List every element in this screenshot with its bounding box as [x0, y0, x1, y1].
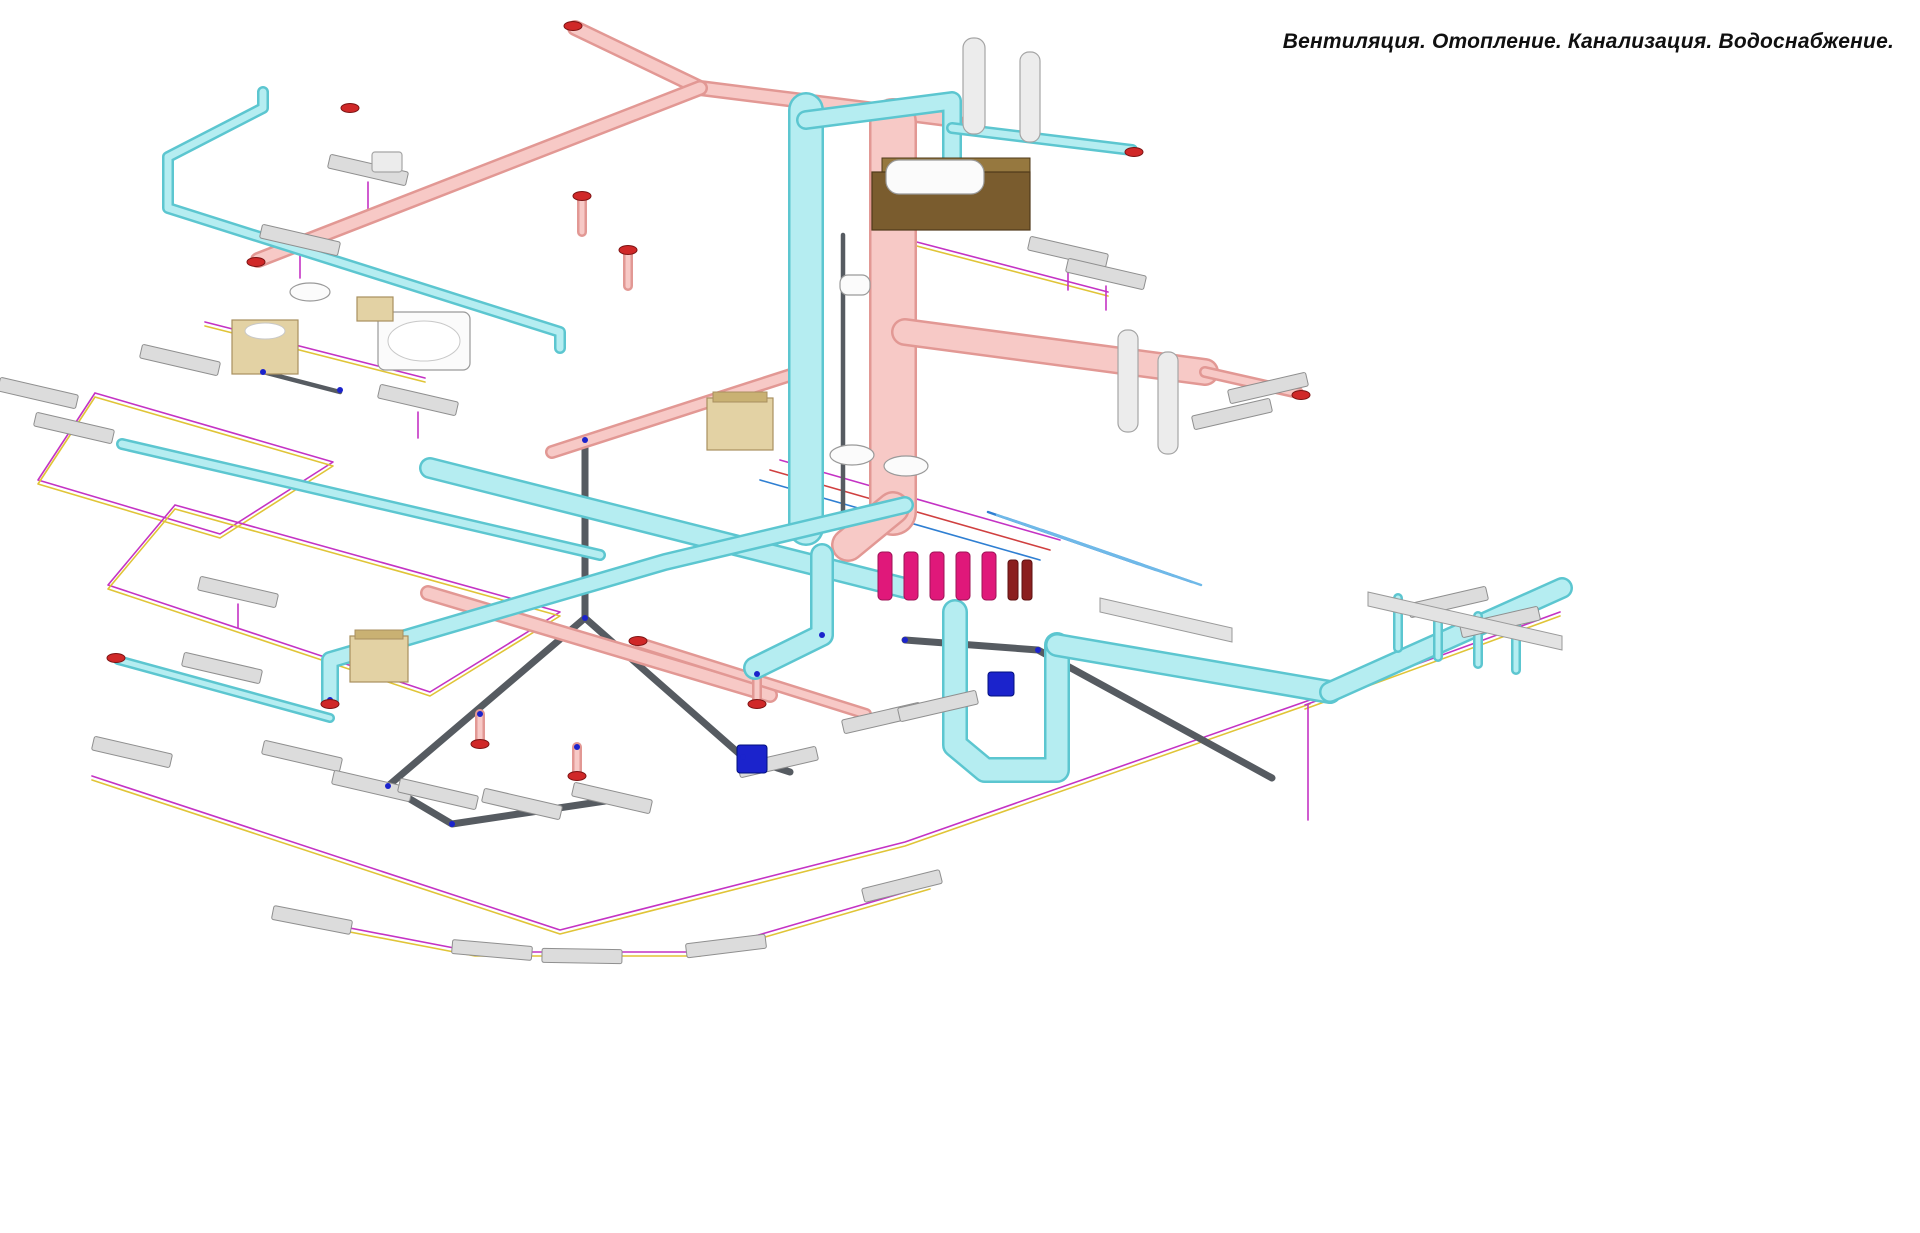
- junction-dot: [449, 821, 455, 827]
- pipe-flange: [470, 739, 490, 749]
- heat-duct-top-left-run: [258, 88, 700, 260]
- junction-dot: [260, 369, 266, 375]
- radiator: [571, 782, 653, 814]
- radiator: [861, 869, 943, 903]
- radiator: [261, 740, 343, 772]
- manifolds: [877, 551, 1033, 601]
- water-heater: [349, 629, 409, 683]
- duct-rail: [1099, 597, 1233, 643]
- boiler: [706, 391, 774, 451]
- pipe-flange: [1291, 390, 1311, 400]
- radiator: [377, 384, 459, 416]
- radiator: [271, 905, 353, 935]
- vent-stack: [1019, 51, 1041, 143]
- pipe-flange: [618, 245, 638, 255]
- manifold-bar: [903, 551, 919, 601]
- radiators: [0, 154, 1541, 965]
- pipe-flange: [106, 653, 126, 663]
- radiator: [91, 736, 173, 768]
- junction-dot: [582, 437, 588, 443]
- radiator: [1227, 372, 1309, 404]
- junction-dot: [754, 671, 760, 677]
- radiator: [0, 377, 79, 409]
- vent-grille: [371, 151, 403, 173]
- pipe-flange: [563, 21, 583, 31]
- pipe-flange: [572, 191, 592, 201]
- manifold-bar-dark: [1007, 559, 1019, 601]
- vent-stack: [962, 37, 986, 135]
- manifold-bar: [981, 551, 997, 601]
- radiator: [33, 412, 115, 444]
- radiator: [1027, 236, 1109, 268]
- manifold-bar: [929, 551, 945, 601]
- radiator: [685, 933, 767, 959]
- wall-sink: [289, 282, 331, 302]
- junctions: [260, 369, 1041, 827]
- valve: [987, 671, 1015, 697]
- junction-dot: [477, 711, 483, 717]
- junction-dot: [337, 387, 343, 393]
- small-cabinet: [356, 296, 394, 322]
- radiator: [1191, 398, 1273, 430]
- pipe-flange: [1124, 147, 1144, 157]
- vent-stack: [1157, 351, 1179, 455]
- ventilation-ducts: [118, 92, 1562, 770]
- vanity-cabinet: [231, 319, 299, 375]
- junction-dot: [385, 783, 391, 789]
- radiator: [327, 154, 409, 186]
- radiator: [259, 224, 341, 256]
- vent-duct-centre-drop: [755, 555, 822, 668]
- junction-dot: [819, 632, 825, 638]
- washbasin: [829, 444, 875, 466]
- junction-dot: [902, 637, 908, 643]
- drawing-title: Вентиляция. Отопление. Канализация. Водо…: [1282, 30, 1894, 53]
- fixtures: [231, 37, 1563, 683]
- valves: [736, 671, 1015, 774]
- pipe-flange: [246, 257, 266, 267]
- pipe-flange: [628, 636, 648, 646]
- radiator: [197, 576, 279, 608]
- manifold-bar: [955, 551, 971, 601]
- radiator: [139, 344, 221, 376]
- pipe-flange: [340, 103, 360, 113]
- pipe-flange: [320, 699, 340, 709]
- radiator: [1065, 258, 1147, 290]
- radiator: [541, 947, 623, 965]
- junction-dot: [582, 615, 588, 621]
- washbasin: [883, 455, 929, 477]
- junction-dot: [740, 754, 746, 760]
- radiator: [481, 788, 563, 820]
- pipe-flange: [747, 699, 767, 709]
- bathtub: [377, 311, 471, 371]
- junction-dot: [1035, 647, 1041, 653]
- bathroom-cabinet: [871, 157, 1031, 231]
- radiator: [897, 690, 979, 722]
- pipe-flange: [567, 771, 587, 781]
- manifold-bar-dark: [1021, 559, 1033, 601]
- radiator: [181, 652, 263, 684]
- manifold-bar: [877, 551, 893, 601]
- flanges: [106, 21, 1311, 781]
- valve: [736, 744, 768, 774]
- vent-stack: [1117, 329, 1139, 433]
- toilet: [839, 274, 871, 296]
- duct-rail: [1367, 591, 1563, 651]
- junction-dot: [574, 744, 580, 750]
- radiator: [397, 778, 479, 810]
- radiator: [451, 939, 533, 961]
